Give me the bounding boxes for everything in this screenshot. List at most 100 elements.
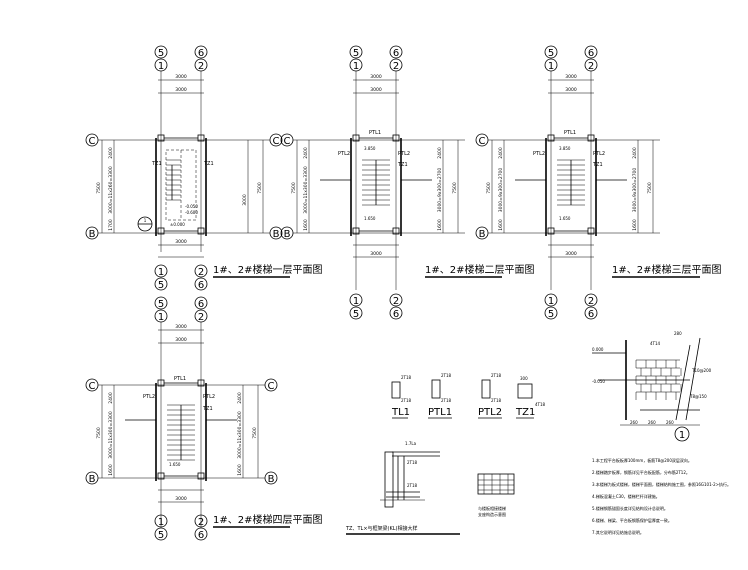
dim-right: 7500	[452, 182, 458, 194]
svg-text:5: 5	[158, 48, 164, 59]
elevation: 1.650	[364, 216, 376, 221]
dim-top: 3000	[565, 74, 577, 80]
axis-bubble: C	[269, 133, 283, 147]
svg-text:1: 1	[158, 312, 164, 323]
plan-title: 1#、2#楼梯三层平面图	[612, 263, 721, 276]
elevation: 3.850	[364, 146, 376, 151]
svg-text:B: B	[284, 229, 291, 240]
svg-text:C: C	[284, 136, 291, 147]
rebar-note: 2T18	[441, 373, 452, 378]
section-tz1: 300 4T18 TZ1	[515, 376, 546, 419]
dim-left: 1600	[498, 219, 504, 231]
axis-bubble: 6	[194, 277, 208, 291]
ptl-label: PTL2	[143, 394, 155, 400]
mini-caption: 支座构造示意图	[478, 511, 506, 517]
section-name: TL1	[391, 407, 410, 418]
axis-bubble: C	[85, 378, 99, 392]
ptl-label: PTL2	[338, 151, 350, 157]
elevation: ±0.000	[170, 222, 185, 227]
dim-bottom: 3000	[565, 251, 577, 257]
axis-bubble: 1	[154, 309, 168, 323]
svg-text:1: 1	[158, 517, 164, 528]
detail-bubble: 1	[674, 426, 690, 442]
svg-text:2: 2	[393, 61, 399, 72]
axis-bubble: 6	[584, 45, 598, 59]
stair-plan-3: 5 1 6 2 3000 3000 C B 7500 1600 3000=9x3…	[475, 45, 721, 320]
dim-bottom: 3000	[175, 496, 187, 502]
section-ptl1: 2T18 2T18 PTL1	[428, 373, 452, 419]
axis-bubble: 5	[154, 45, 168, 59]
svg-text:B: B	[268, 474, 275, 485]
axis-bubble: 1	[154, 264, 168, 278]
axis-bubble: B	[85, 471, 99, 485]
axis-bubble: 1	[544, 58, 558, 72]
dim-right: 1600	[632, 219, 638, 231]
axis-bubble: B	[264, 471, 278, 485]
axis-bubble: B	[85, 226, 99, 240]
svg-text:1: 1	[353, 296, 359, 307]
dim-right: 2400	[437, 147, 443, 159]
elevation: 3.850	[559, 146, 571, 151]
svg-text:5: 5	[548, 309, 554, 320]
ptl-label: PTL1	[369, 130, 381, 136]
dim: 260	[666, 420, 674, 425]
svg-text:C: C	[479, 136, 486, 147]
axis-bubble: 6	[389, 45, 403, 59]
svg-text:2: 2	[588, 61, 594, 72]
dim: 260	[630, 420, 638, 425]
svg-text:6: 6	[198, 48, 204, 59]
svg-text:6: 6	[198, 299, 204, 310]
axis-bubble: 2	[194, 264, 208, 278]
svg-text:1: 1	[679, 430, 685, 441]
axis-bubble: B	[269, 226, 283, 240]
dim-bottom: 3000	[175, 239, 187, 245]
axis-bubble: 5	[349, 306, 363, 320]
tz-label: TZ1	[202, 406, 213, 412]
svg-text:5: 5	[353, 48, 359, 59]
svg-text:1: 1	[158, 61, 164, 72]
mini-caption: 与楼板相接楼梯	[478, 505, 506, 511]
rebar-note: 2T18	[491, 373, 502, 378]
tl-label: TZ1	[151, 161, 162, 167]
dim-top: 3000	[175, 74, 187, 80]
axis-bubble: 5	[154, 277, 168, 291]
axis-bubble: 6	[194, 45, 208, 59]
section-ptl2: 2T18 2T18 PTL2	[478, 373, 502, 419]
dim-top: 3000	[370, 74, 382, 80]
dim-right: 3000	[242, 194, 248, 206]
svg-text:B: B	[479, 229, 486, 240]
dim-left: 2400	[303, 147, 309, 159]
svg-text:5: 5	[158, 530, 164, 541]
svg-text:6: 6	[198, 530, 204, 541]
axis-bubble: 5	[154, 527, 168, 541]
dim-left: 2400	[108, 147, 114, 159]
svg-text:1: 1	[548, 61, 554, 72]
axis-bubble: B	[280, 226, 294, 240]
svg-text:1: 1	[144, 218, 147, 223]
dim-right: 7500	[257, 182, 263, 194]
svg-text:B: B	[89, 474, 96, 485]
axis-bubble: 6	[389, 306, 403, 320]
dim-left: 3000=11x300=3300	[303, 166, 309, 214]
dim-right: 3000=9x300=2700	[632, 168, 638, 213]
svg-text:2: 2	[198, 267, 204, 278]
rebar-note: 2T18	[491, 398, 502, 403]
tz-label: TZ1	[397, 162, 408, 168]
svg-text:6: 6	[393, 48, 399, 59]
rebar-note: T8@150	[689, 394, 707, 399]
dim-left: 7500	[96, 182, 102, 194]
rebar-note: 2T18	[401, 375, 412, 380]
svg-text:6: 6	[198, 280, 204, 291]
axis-bubble: 1	[544, 293, 558, 307]
svg-text:5: 5	[158, 299, 164, 310]
ptl-label: PTL2	[533, 151, 545, 157]
dim-left: 1600	[108, 464, 114, 476]
axis-bubble: 2	[194, 58, 208, 72]
dim-left: 1700	[108, 219, 114, 231]
svg-text:6: 6	[588, 48, 594, 59]
axis-bubble: 6	[194, 296, 208, 310]
dim-left: 2400	[108, 392, 114, 404]
rebar-note: 2T18	[407, 460, 418, 465]
svg-text:1: 1	[548, 296, 554, 307]
elevation: 1.650	[559, 216, 571, 221]
